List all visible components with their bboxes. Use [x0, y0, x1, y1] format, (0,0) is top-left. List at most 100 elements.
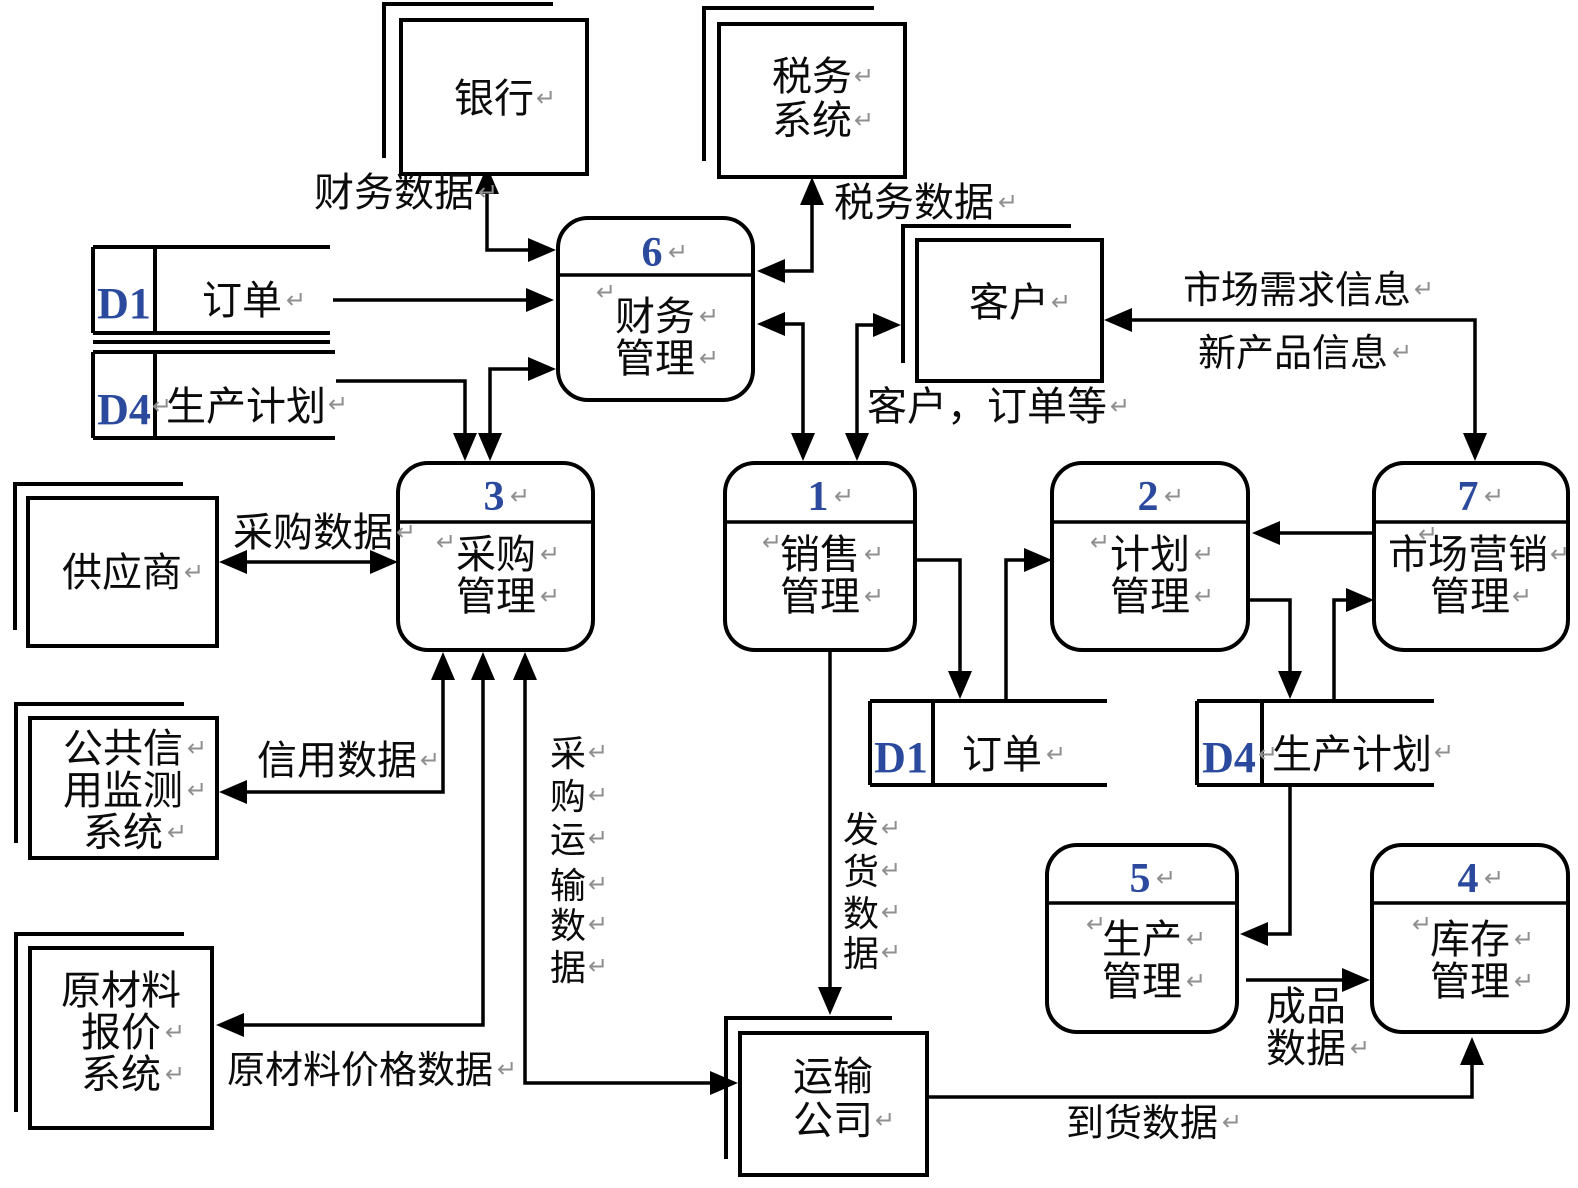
- paragraph-mark: ↵: [1484, 864, 1504, 892]
- arrowhead-up-icon: [1460, 1037, 1484, 1065]
- entity-customer-label: 客户: [969, 280, 1049, 326]
- process-label-2: 管理: [1430, 574, 1510, 620]
- entity-shadow: [382, 2, 553, 158]
- flow-raw-material-price: [216, 652, 495, 1037]
- paragraph-mark: ↵: [478, 178, 498, 206]
- entity-tax-label-1: 税务: [772, 54, 852, 100]
- arrowhead-right-icon: [1342, 968, 1370, 992]
- arrowhead-right-icon: [528, 238, 556, 262]
- arrowhead-up-icon: [431, 652, 455, 680]
- paragraph-mark: ↵: [1412, 910, 1432, 938]
- arrowhead-down-icon: [818, 987, 842, 1015]
- label-tax-data: 税务数据: [834, 180, 994, 226]
- paragraph-mark: ↵: [588, 952, 608, 980]
- paragraph-mark: ↵: [875, 1106, 895, 1134]
- svg-text:采: 采: [550, 734, 586, 775]
- process-number: 1: [808, 474, 829, 520]
- paragraph-mark: ↵: [881, 856, 901, 884]
- paragraph-mark: ↵: [699, 344, 719, 372]
- arrowhead-left-icon: [216, 1013, 244, 1037]
- flow-d1-to-financial: [333, 288, 554, 312]
- process-7-marketing-management: 7 ↵ ↵ 市场营销 ↵ 管理 ↵: [1372, 461, 1570, 652]
- svg-text:据: 据: [843, 934, 879, 975]
- arrowhead-right-icon: [1024, 548, 1052, 572]
- entity-bank: 银行 ↵: [382, 2, 589, 176]
- paragraph-mark: ↵: [1186, 925, 1206, 953]
- entity-tax-label-2: 系统: [772, 98, 852, 144]
- process-6-financial-management: 6 ↵ ↵ 财务 ↵ 管理 ↵: [556, 216, 755, 402]
- entity-credit-label-1: 公共信: [63, 726, 183, 772]
- svg-text:货: 货: [843, 852, 879, 893]
- process-4-inventory-management: 4 ↵ ↵ 库存 ↵ 管理 ↵: [1370, 843, 1570, 1034]
- paragraph-mark: ↵: [854, 62, 874, 90]
- label-purchase-transport-data: 采 ↵ 购 ↵ 运 ↵ 输 ↵ 数 ↵ 据 ↵: [550, 734, 608, 989]
- paragraph-mark: ↵: [1484, 482, 1504, 510]
- label-new-product: 新产品信息: [1198, 331, 1388, 375]
- flow-d4-to-purchasing: [336, 379, 477, 461]
- paragraph-mark: ↵: [167, 818, 187, 846]
- paragraph-mark: ↵: [668, 238, 688, 266]
- entity-transport-label-2: 公司: [793, 1098, 873, 1144]
- arrowhead-left-icon: [757, 312, 785, 336]
- paragraph-mark: ↵: [1514, 967, 1534, 995]
- flow-purchase-transport: [513, 652, 738, 1095]
- paragraph-mark: ↵: [998, 188, 1018, 216]
- paragraph-mark: ↵: [1194, 582, 1214, 610]
- data-stores: D1 订单 ↵ D4 ↵ 生产计划 ↵ D1 订单 ↵ D4 ↵ 生产计划 ↵: [91, 245, 1454, 787]
- process-label-2: 管理: [1430, 959, 1510, 1005]
- entity-credit-label-3: 系统: [83, 810, 163, 856]
- flow-d4-to-production: [1240, 787, 1292, 946]
- paragraph-mark: ↵: [864, 582, 884, 610]
- arrowhead-right-icon: [528, 357, 556, 381]
- paragraph-mark: ↵: [1194, 540, 1214, 568]
- paragraph-mark: ↵: [1156, 864, 1176, 892]
- entity-supplier-label: 供应商: [62, 550, 182, 596]
- paragraph-mark: ↵: [1514, 925, 1534, 953]
- entity-rawmat-label-3: 系统: [81, 1052, 161, 1098]
- process-5-production-management: 5 ↵ ↵ 生产 ↵ 管理 ↵: [1045, 843, 1239, 1034]
- paragraph-mark: ↵: [286, 286, 306, 314]
- store-id: D4: [97, 385, 151, 434]
- paragraph-mark: ↵: [1434, 738, 1454, 766]
- svg-text:发: 发: [843, 810, 879, 851]
- paragraph-mark: ↵: [854, 106, 874, 134]
- svg-text:运: 运: [550, 820, 586, 861]
- process-number: 6: [642, 230, 663, 276]
- paragraph-mark: ↵: [1090, 528, 1110, 556]
- paragraph-mark: ↵: [328, 390, 348, 418]
- process-number: 2: [1138, 474, 1159, 520]
- store-label: 生产计划: [166, 384, 326, 430]
- flow-sales-to-d1: [915, 558, 972, 699]
- flow-production-to-inventory: [1246, 968, 1370, 992]
- process-number: 7: [1458, 474, 1479, 520]
- arrowhead-up-icon: [513, 652, 537, 680]
- entity-credit-label-2: 用监测: [63, 768, 183, 814]
- paragraph-mark: ↵: [588, 781, 608, 809]
- paragraph-mark: ↵: [165, 1018, 185, 1046]
- arrowhead-up-icon: [475, 166, 499, 194]
- arrowhead-left-icon: [219, 780, 247, 804]
- paragraph-mark: ↵: [1550, 540, 1570, 568]
- paragraph-mark: ↵: [1258, 740, 1278, 768]
- arrowhead-down-icon: [948, 671, 972, 699]
- arrowhead-down-icon: [845, 433, 869, 461]
- paragraph-mark: ↵: [497, 1055, 517, 1083]
- flow-marketing-to-planning: [1252, 521, 1372, 545]
- data-flows: [216, 166, 1487, 1099]
- flow-labels: 财务数据 ↵ 税务数据 ↵ 市场需求信息 ↵ 新产品信息 ↵ 客户，订单等 ↵ …: [227, 170, 1434, 1145]
- entity-shadow: [14, 702, 184, 843]
- label-arrival-data: 到货数据: [1066, 1101, 1218, 1145]
- processes: 6 ↵ ↵ 财务 ↵ 管理 ↵ 3 ↵ ↵ 采购 ↵ 管理 ↵ 1 ↵ ↵ 销售: [396, 216, 1570, 1034]
- paragraph-mark: ↵: [1350, 1034, 1370, 1062]
- flow-customer-marketing: [1104, 308, 1487, 461]
- paragraph-mark: ↵: [540, 582, 560, 610]
- store-d4-production-plan-top: D4 ↵ 生产计划 ↵: [91, 350, 348, 440]
- process-number: 5: [1130, 856, 1151, 902]
- flow-planning-to-d4: [1246, 598, 1302, 699]
- label-credit-data: 信用数据: [257, 738, 417, 784]
- paragraph-mark: ↵: [1051, 288, 1071, 316]
- store-id: D4: [1202, 733, 1256, 782]
- entity-transport-company: 运输 公司 ↵: [724, 1016, 929, 1177]
- arrowhead-right-icon: [526, 288, 554, 312]
